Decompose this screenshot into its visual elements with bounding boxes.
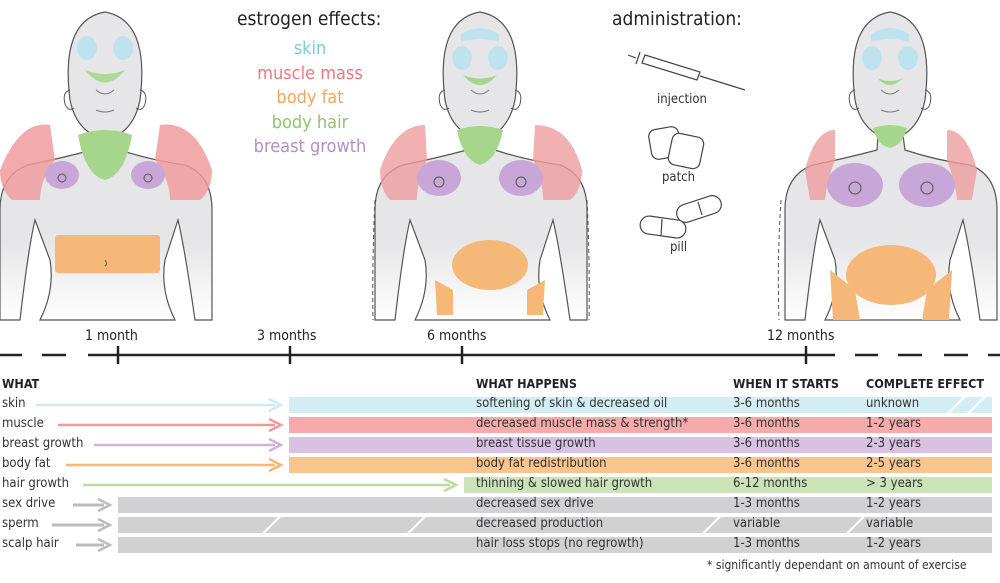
- row-label: scalp hair: [2, 536, 59, 551]
- header-complete-effect: COMPLETE EFFECT: [866, 376, 985, 391]
- arrow-icon: [76, 537, 113, 553]
- row-what-happens: decreased sex drive: [476, 496, 594, 511]
- timeline-label-6-months: 6 months: [427, 328, 487, 344]
- arrow-icon: [73, 497, 113, 513]
- row-bar-sex-drive: [118, 497, 992, 513]
- row-complete-effect: 1-2 years: [866, 416, 921, 431]
- row-complete-effect: 2-3 years: [866, 436, 921, 451]
- row-what-happens: decreased muscle mass & strength*: [476, 416, 689, 431]
- row-what-happens: thinning & slowed hair growth: [476, 476, 653, 491]
- timeline-label-3-months: 3 months: [257, 328, 317, 344]
- row-bar-breast-growth: [289, 437, 992, 453]
- row-bar-body-fat: [289, 457, 992, 473]
- header-what: WHAT: [2, 376, 40, 391]
- administration-title: administration:: [612, 8, 742, 30]
- figure-12-months: [777, 11, 998, 321]
- row-what-happens: breast tissue growth: [476, 436, 596, 451]
- row-complete-effect: 1-2 years: [866, 536, 921, 551]
- row-what-happens: hair loss stops (no regrowth): [476, 536, 644, 551]
- timeline-label-1-month: 1 month: [85, 328, 138, 344]
- legend-item-skin: skin: [293, 38, 327, 59]
- row-arrows: [36, 397, 459, 553]
- row-when-starts: variable: [733, 516, 781, 531]
- arrow-icon: [66, 457, 284, 473]
- row-when-starts: 3-6 months: [733, 416, 800, 431]
- row-complete-effect: unknown: [866, 396, 920, 411]
- arrow-icon: [58, 417, 284, 433]
- row-label: sex drive: [2, 496, 56, 511]
- legend-title: estrogen effects:: [237, 8, 382, 30]
- row-label: sperm: [2, 516, 39, 531]
- row-when-starts: 1-3 months: [733, 496, 800, 511]
- legend-item-body-fat: body fat: [276, 87, 344, 108]
- figure-6-months: [372, 11, 590, 321]
- row-bar-sperm: [118, 517, 992, 533]
- row-label: body fat: [2, 456, 51, 471]
- legend-item-muscle-mass: muscle mass: [257, 62, 363, 84]
- row-bar-muscle: [289, 417, 992, 433]
- row-complete-effect: 2-5 years: [866, 456, 921, 471]
- row-what-happens: softening of skin & decreased oil: [476, 396, 668, 411]
- row-label: hair growth: [2, 476, 70, 491]
- row-what-happens: body fat redistribution: [476, 456, 607, 471]
- arrow-icon: [36, 397, 284, 413]
- pill-label: pill: [670, 240, 688, 255]
- timeline-axis: [0, 346, 1000, 364]
- arrow-icon: [94, 437, 284, 453]
- patch-label: patch: [662, 170, 696, 185]
- timeline-label-12-months: 12 months: [767, 328, 835, 344]
- legend-item-body-hair: body hair: [271, 111, 349, 133]
- row-when-starts: 3-6 months: [733, 436, 800, 451]
- row-label: skin: [2, 396, 26, 411]
- arrow-icon: [83, 477, 459, 493]
- row-when-starts: 3-6 months: [733, 456, 800, 471]
- row-label: breast growth: [2, 436, 84, 451]
- legend-item-breast-growth: breast growth: [253, 136, 367, 157]
- patch-icon: [648, 126, 705, 170]
- row-bar-skin: [289, 397, 992, 413]
- pill-icon: [639, 195, 722, 239]
- header-when-starts: WHEN IT STARTS: [733, 376, 839, 391]
- row-bar-hair-growth: [464, 477, 992, 493]
- row-complete-effect: 1-2 years: [866, 496, 921, 511]
- row-when-starts: 6-12 months: [733, 476, 808, 491]
- row-complete-effect: variable: [866, 516, 914, 531]
- row-bar-scalp-hair: [118, 537, 992, 553]
- row-when-starts: 1-3 months: [733, 536, 800, 551]
- figure-1-month: [0, 11, 213, 321]
- injection-label: injection: [657, 92, 707, 107]
- arrow-icon: [52, 517, 113, 533]
- row-when-starts: 3-6 months: [733, 396, 800, 411]
- row-label: muscle: [2, 416, 44, 431]
- footnote: * significantly dependant on amount of e…: [707, 558, 967, 572]
- row-what-happens: decreased production: [476, 516, 604, 531]
- header-what-happens: WHAT HAPPENS: [476, 376, 577, 391]
- row-complete-effect: > 3 years: [866, 476, 923, 491]
- syringe-icon: [627, 51, 746, 91]
